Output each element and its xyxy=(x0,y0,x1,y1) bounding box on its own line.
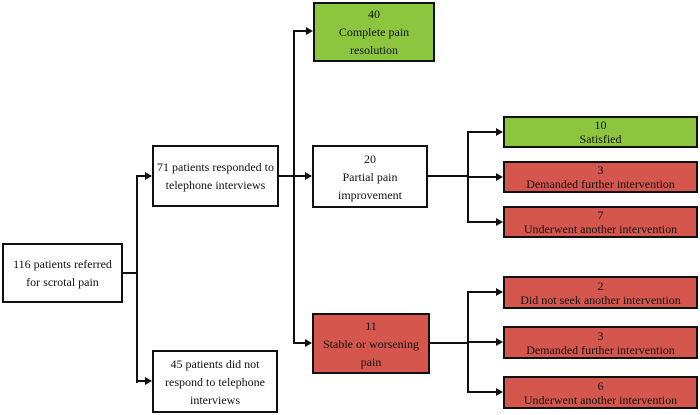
arrowhead-to-satisfied xyxy=(496,128,503,136)
connector-to-not-responded xyxy=(136,380,145,382)
connector-referred-branch xyxy=(136,175,138,383)
connector-to-partial-improvement xyxy=(293,175,305,177)
node-label: 71 patients responded to telephone inter… xyxy=(157,160,274,192)
arrowhead-to-stable-worsening xyxy=(305,339,312,347)
node-3-demanded-further-intervention-partial: 3 Demanded further intervention xyxy=(503,161,698,193)
node-value: 3 xyxy=(597,328,604,343)
connector-partial-stem xyxy=(428,175,469,177)
node-7-underwent-another-intervention-partial: 7 Underwent another intervention xyxy=(503,206,698,238)
node-label: 45 patients did not respond to telephone… xyxy=(165,356,265,407)
node-value: 20 xyxy=(364,151,376,166)
connector-to-responded xyxy=(136,175,145,177)
node-71-responded-interviews: 71 patients responded to telephone inter… xyxy=(152,145,279,207)
node-label: Did not seek another intervention xyxy=(520,292,681,307)
connector-to-underwent-stable xyxy=(467,391,496,393)
arrowhead-to-did-not-seek xyxy=(496,288,503,296)
node-label: Complete pain resolution xyxy=(338,25,410,57)
connector-to-did-not-seek xyxy=(467,291,496,293)
node-label: Demanded further intervention xyxy=(526,342,675,357)
connector-to-satisfied xyxy=(467,131,496,133)
node-label: 116 patients referred for scrotal pain xyxy=(13,257,112,289)
connector-to-underwent-partial xyxy=(467,221,496,223)
node-label: Underwent another intervention xyxy=(523,392,678,407)
arrowhead-to-responded xyxy=(145,172,152,180)
arrowhead-to-underwent-partial xyxy=(496,218,503,226)
node-label: Demanded further intervention xyxy=(526,177,675,191)
arrowhead-to-underwent-stable xyxy=(496,388,503,396)
connector-to-demanded-partial xyxy=(467,176,496,178)
node-6-underwent-another-intervention-stable: 6 Underwent another intervention xyxy=(503,376,698,409)
arrowhead-to-complete-resolution xyxy=(306,27,313,35)
node-40-complete-pain-resolution: 40 Complete pain resolution xyxy=(313,2,435,62)
node-value: 6 xyxy=(597,378,604,393)
node-label: Underwent another intervention xyxy=(523,222,678,236)
arrowhead-to-demanded-partial xyxy=(496,173,503,181)
node-label: Partial pain improvement xyxy=(338,169,402,202)
arrowhead-to-demanded-stable xyxy=(496,338,503,346)
node-value: 40 xyxy=(368,7,380,21)
connector-responded-stem xyxy=(279,175,295,177)
node-2-did-not-seek-another-intervention: 2 Did not seek another intervention xyxy=(503,276,698,309)
node-116-referred-scrotal-pain: 116 patients referred for scrotal pain xyxy=(2,243,123,303)
connector-to-demanded-stable xyxy=(467,341,496,343)
node-value: 7 xyxy=(597,208,604,222)
arrowhead-to-partial-improvement xyxy=(305,172,312,180)
node-label: Stable or worsening pain xyxy=(323,336,419,369)
node-20-partial-pain-improvement: 20 Partial pain improvement xyxy=(312,145,428,208)
connector-responded-branch xyxy=(293,30,295,344)
node-value: 2 xyxy=(597,278,604,293)
node-45-did-not-respond: 45 patients did not respond to telephone… xyxy=(152,350,278,413)
node-value: 11 xyxy=(365,318,377,333)
connector-referred-stem xyxy=(123,272,138,274)
node-10-satisfied: 10 Satisfied xyxy=(503,116,698,148)
connector-to-complete-resolution xyxy=(293,30,306,32)
node-value: 10 xyxy=(594,118,607,132)
node-3-demanded-further-intervention-stable: 3 Demanded further intervention xyxy=(503,326,698,359)
node-label: Satisfied xyxy=(579,132,622,146)
node-value: 3 xyxy=(597,163,604,177)
arrowhead-to-not-responded xyxy=(145,377,152,385)
connector-stable-stem xyxy=(430,342,469,344)
node-11-stable-or-worsening-pain: 11 Stable or worsening pain xyxy=(312,313,430,374)
connector-to-stable-worsening xyxy=(293,342,305,344)
